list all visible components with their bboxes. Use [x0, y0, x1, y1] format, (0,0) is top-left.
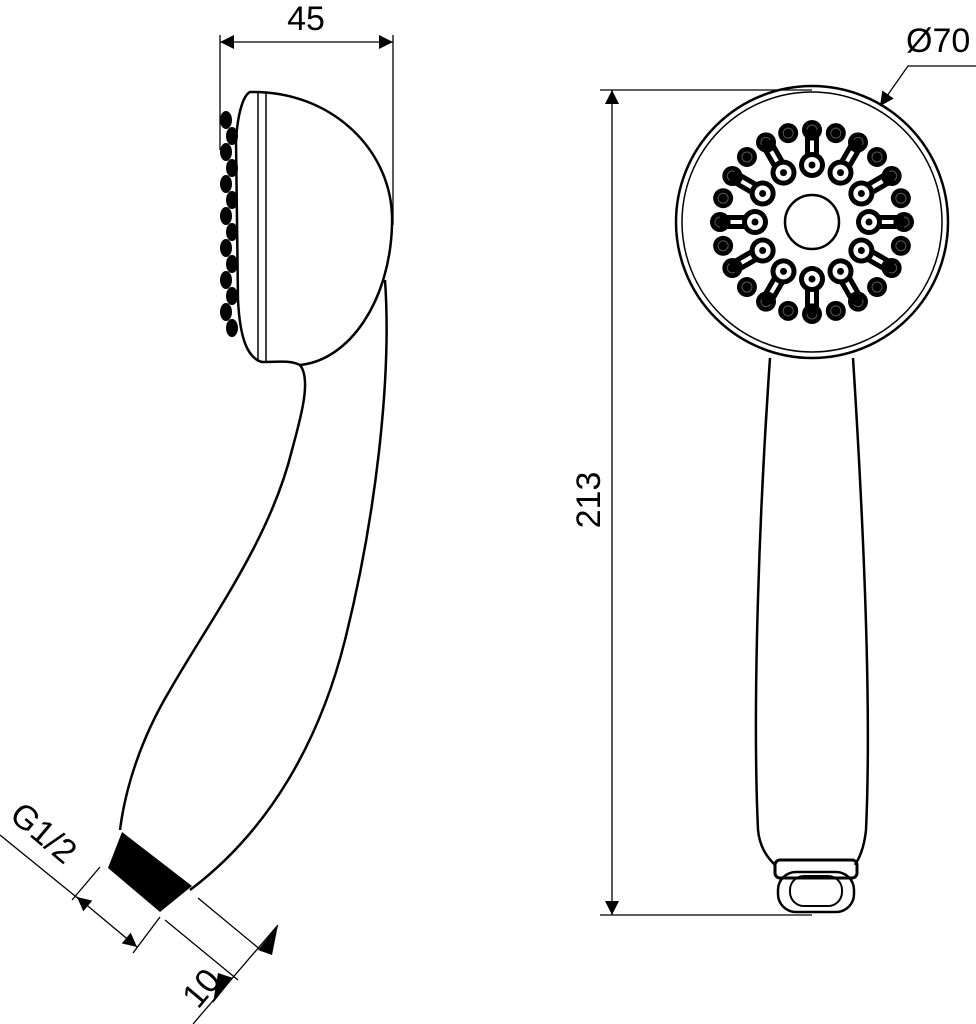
side-nozzle	[220, 175, 232, 193]
thread-dim-line	[76, 896, 138, 948]
head-outer-rim	[674, 84, 950, 360]
outer-nozzle-ring	[717, 192, 729, 204]
side-nozzle	[226, 223, 238, 241]
inner-nozzle-hole	[857, 247, 865, 254]
inner-nozzle-hole	[857, 190, 865, 197]
outer-nozzle-ring	[741, 281, 753, 293]
front-connector	[773, 858, 859, 914]
side-nozzle	[226, 127, 238, 145]
outer-nozzle-ring	[782, 127, 794, 139]
thread-side	[108, 832, 192, 912]
side-nozzles	[220, 111, 238, 337]
side-nozzle	[226, 191, 238, 209]
inner-nozzle-hole	[759, 247, 767, 254]
outer-nozzle	[778, 123, 799, 144]
thread-dim-extension	[0, 834, 81, 901]
diameter-leader	[879, 65, 976, 107]
outer-nozzle-ring	[871, 281, 883, 293]
height-label: 213	[570, 472, 608, 529]
thread-label: G1/2	[3, 795, 84, 871]
outer-nozzle	[736, 277, 757, 298]
inner-nozzle-hole	[780, 169, 787, 177]
front-view: 213 Ø70	[570, 22, 976, 916]
outer-nozzle-ring	[830, 305, 842, 317]
side-handle-outline	[118, 279, 388, 891]
outer-nozzle-ring	[895, 192, 907, 204]
outer-nozzle-ring	[741, 151, 753, 163]
outer-nozzle	[867, 146, 888, 167]
spray-face	[710, 120, 914, 324]
side-nozzle	[226, 287, 238, 305]
side-nozzle	[220, 207, 232, 225]
inner-nozzle-hole	[865, 218, 873, 226]
outer-nozzle	[713, 188, 734, 209]
inner-nozzle-hole	[759, 190, 767, 197]
side-nozzle	[220, 143, 232, 161]
outer-nozzle	[867, 277, 888, 298]
side-nozzle	[226, 159, 238, 177]
inner-nozzle-hole	[808, 275, 816, 283]
outer-nozzle-ring	[717, 240, 729, 252]
inner-nozzle-hole	[780, 267, 787, 275]
inner-nozzle-hole	[751, 218, 759, 226]
side-view: 45 G1/2 10	[0, 0, 394, 1024]
side-head-outline	[234, 90, 394, 367]
side-nozzle	[226, 255, 238, 273]
outer-nozzle	[736, 146, 757, 167]
inner-nozzle-hole	[837, 169, 844, 177]
inner-nozzle-hole	[808, 161, 816, 169]
width-label: 45	[287, 0, 325, 38]
outer-nozzle-ring	[830, 127, 842, 139]
length-dim-line	[192, 924, 279, 1024]
front-handle-outline	[754, 357, 870, 866]
outer-nozzle	[825, 123, 846, 144]
side-nozzle	[220, 111, 232, 129]
outer-nozzle-ring	[895, 240, 907, 252]
diameter-label: Ø70	[906, 22, 970, 60]
outer-nozzle	[778, 300, 799, 321]
outer-nozzle	[890, 188, 911, 209]
outer-nozzle-ring	[871, 151, 883, 163]
center-disc	[783, 193, 841, 251]
outer-nozzle	[890, 235, 911, 256]
thread-length-label: 10	[175, 962, 228, 1015]
outer-nozzle	[825, 300, 846, 321]
outer-nozzle-ring	[782, 305, 794, 317]
head-inner-rim	[681, 91, 943, 353]
side-nozzle	[220, 271, 232, 289]
side-nozzle	[226, 319, 238, 337]
side-nozzle	[220, 303, 232, 321]
inner-nozzle-hole	[837, 267, 844, 275]
side-nozzle	[220, 239, 232, 257]
outer-nozzle	[713, 235, 734, 256]
